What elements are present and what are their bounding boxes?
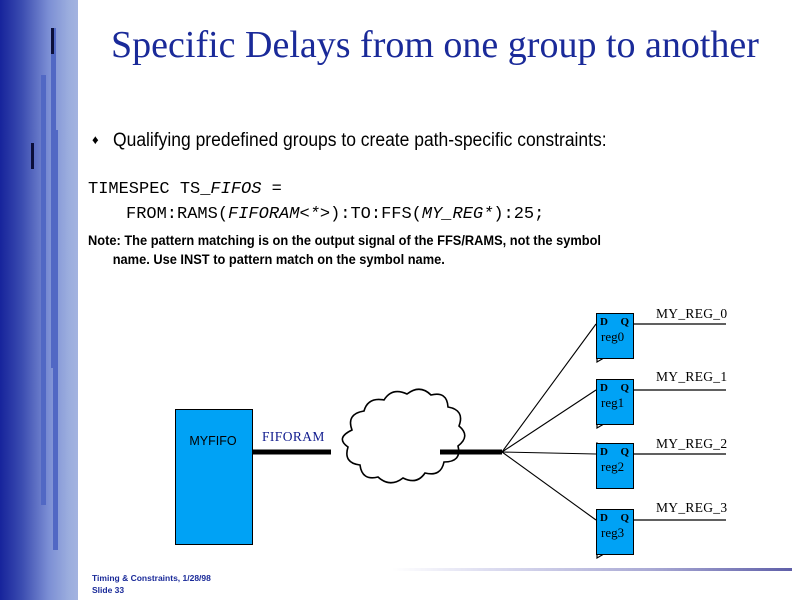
note-block: Note: The pattern matching is on the out… (88, 232, 677, 269)
reg0-output-label: MY_REG_0 (656, 306, 728, 321)
reg3-name-label: reg3 (601, 525, 625, 540)
reg3-d-pin-label: D (600, 512, 608, 524)
code-line-2: FROM:RAMS(FIFORAM<*>):TO:FFS(MY_REG*):25… (88, 205, 544, 224)
code-seg-myreg-pattern: MY_REG* (421, 204, 494, 224)
fanout-line-reg1 (501, 389, 597, 453)
reg2-q-pin-label: Q (620, 446, 629, 458)
register-block-reg1: D Q reg1 (596, 379, 634, 425)
sidebar-accent-bar-medium (41, 75, 46, 505)
code-seg-to-ffs: ):TO:FFS( (330, 204, 422, 224)
myfifo-block (175, 409, 253, 545)
bullet-text: Qualifying predefined groups to create p… (112, 130, 607, 151)
sidebar-accent-bar-tall (51, 28, 56, 368)
reg1-q-pin-label: Q (620, 382, 629, 394)
reg3-output-label: MY_REG_3 (656, 500, 728, 515)
slide-title: Specific Delays from one group to anothe… (111, 24, 759, 66)
footer-divider (392, 568, 792, 571)
fiforam-bus-label: FIFORAM (262, 429, 325, 444)
fanout-line-reg3 (501, 451, 597, 521)
code-block: TIMESPEC TS_FIFOS = FROM:RAMS(FIFORAM<*>… (88, 178, 544, 227)
footer-line-slide-number: Slide 33 (92, 585, 125, 596)
reg1-d-pin-label: D (600, 382, 608, 394)
reg3-q-pin-label: Q (620, 512, 629, 524)
footer-line-deck: Timing & Constraints, 1/28/98 (92, 573, 211, 583)
code-seg-from-rams: FROM:RAMS( (126, 204, 229, 224)
register-block-reg3: D Q reg3 (596, 509, 634, 555)
reg0-q-pin-label: Q (620, 316, 629, 328)
fanout-line-reg0 (501, 323, 597, 453)
diamond-bullet-icon: ♦ (92, 132, 99, 147)
sidebar-accent-cap-top (51, 28, 54, 54)
reg1-name-label: reg1 (601, 395, 625, 410)
code-seg-value: ):25; (493, 204, 545, 224)
code-seg-timespec: TIMESPEC TS_ (88, 180, 211, 199)
code-seg-fiforam-pattern: FIFORAM<*> (228, 204, 331, 224)
reg2-name-label: reg2 (601, 459, 625, 474)
note-line-1: Note: The pattern matching is on the out… (88, 233, 601, 248)
reg0-d-pin-label: D (600, 316, 608, 328)
code-seg-eq: = (261, 180, 282, 199)
bullet-row: ♦ Qualifying predefined groups to create… (92, 130, 782, 152)
reg0-name-label: reg0 (601, 329, 625, 344)
footer-text: Timing & Constraints, 1/28/98 Slide 33 (92, 572, 211, 597)
register-block-reg0: D Q reg0 (596, 313, 634, 359)
sidebar-accent-cap-mid (31, 143, 34, 169)
register-block-reg2: D Q reg2 (596, 443, 634, 489)
sidebar-gradient-band (0, 0, 78, 600)
code-seg-fifos: FIFOS (210, 180, 262, 199)
reg2-d-pin-label: D (600, 446, 608, 458)
myfifo-label: MYFIFO (189, 434, 237, 448)
code-line-1: TIMESPEC TS_FIFOS = (88, 180, 282, 199)
fanout-line-reg2 (501, 451, 597, 455)
reg1-output-label: MY_REG_1 (656, 369, 728, 384)
cloud-shape-icon (341, 388, 466, 484)
reg2-output-label: MY_REG_2 (656, 436, 728, 451)
note-line-2: name. Use INST to pattern match on the s… (112, 251, 445, 267)
